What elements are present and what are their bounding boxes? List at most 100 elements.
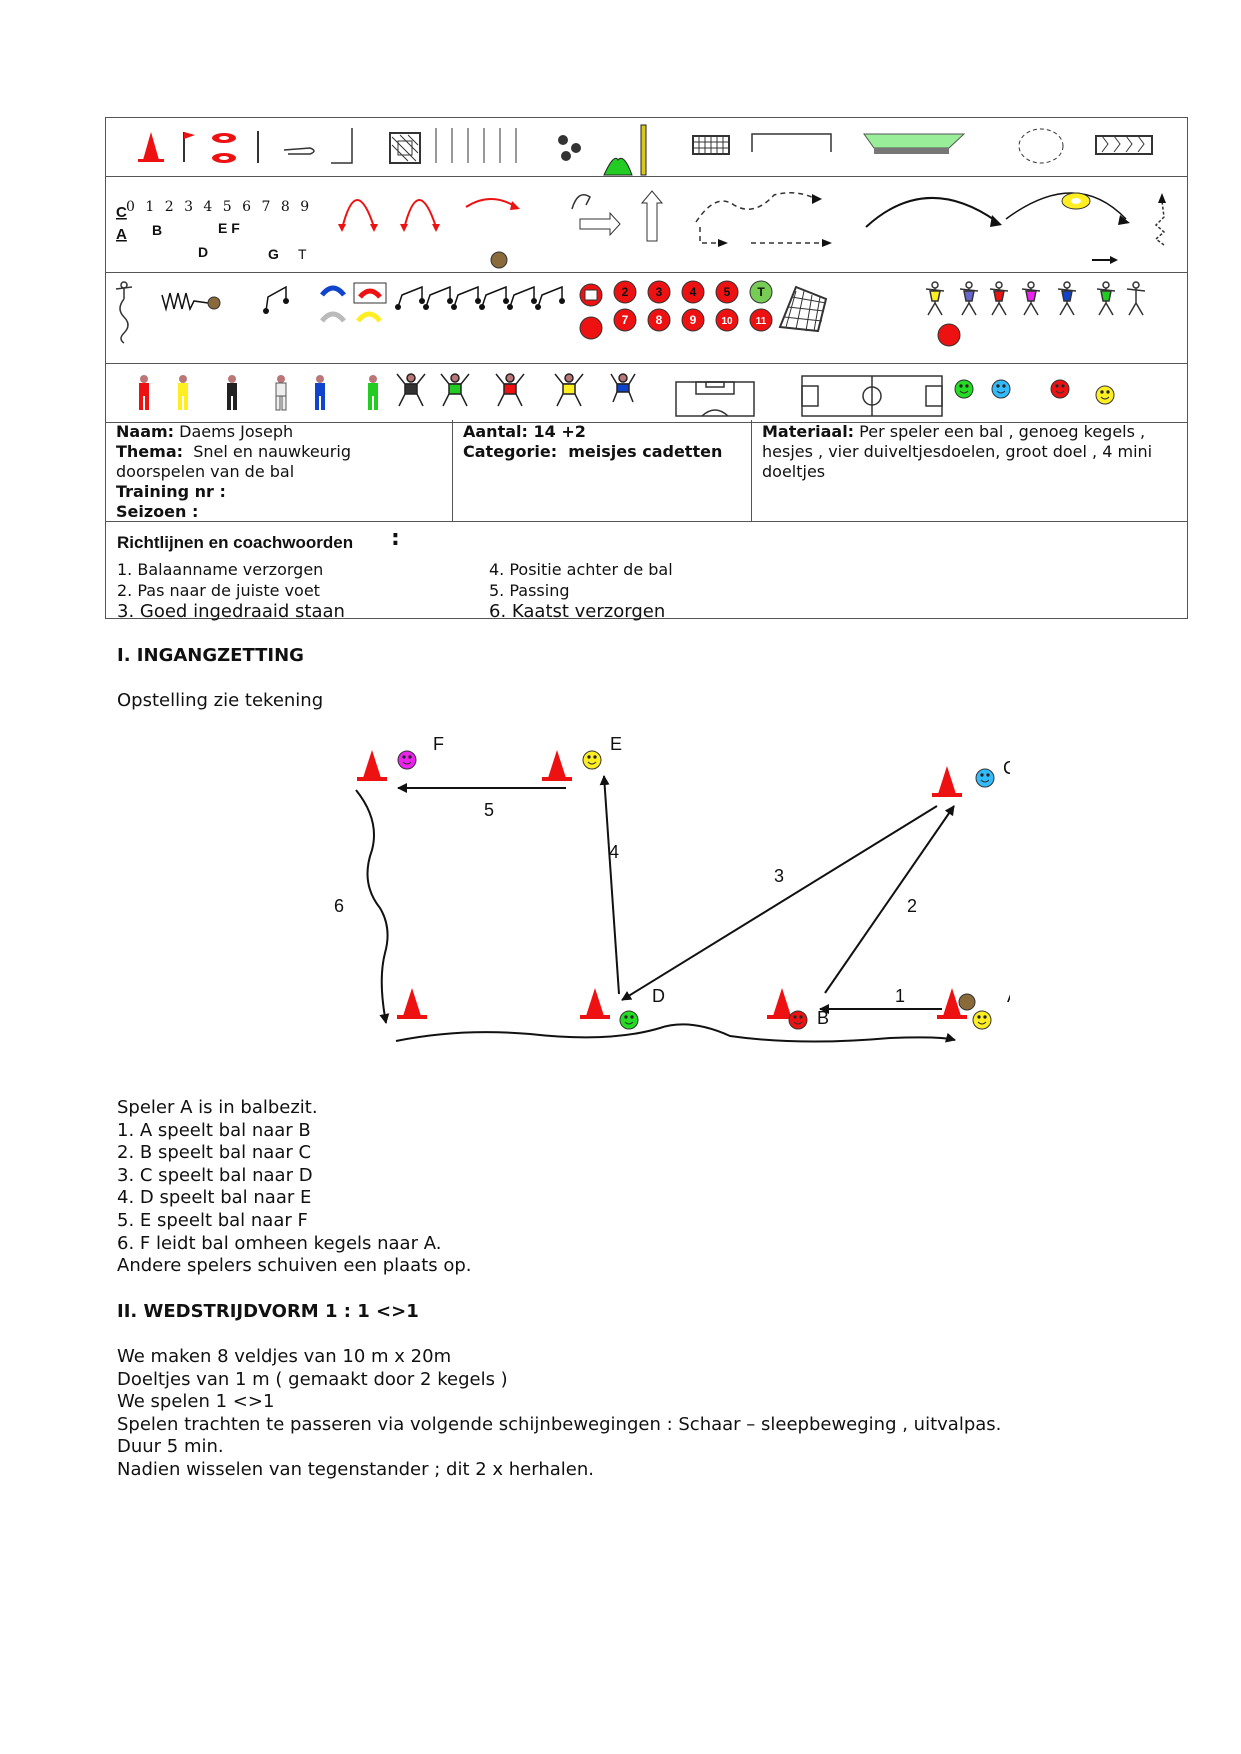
info-aantal-column: Aantal: 14 +2 Categorie: meisjes cadette… [453,420,752,521]
letter-g: G [268,246,279,262]
coaching-guidelines: Richtlijnen en coachwoorden : 1. Balaann… [105,521,1188,622]
goalkeeper-figures-icon [396,373,636,407]
white-arrow-up-icon [640,190,664,242]
label-player-e: E [610,734,622,754]
materiaal-value-2: hesjes , vier duiveltjesdoelen, groot do… [762,442,1153,461]
section-1-title: I. INGANGZETTING [117,645,304,666]
symbol-legend-table: 0 1 2 3 4 5 6 7 8 9 C A B E F D G T [105,117,1188,423]
categorie-value: meisjes cadetten [568,442,723,461]
pass-arrow-4 [599,775,620,995]
info-naam-column: Naam: Daems Joseph Thema: Snel en nauwke… [106,420,453,521]
guideline-item: 4. Positie achter de bal [489,560,673,579]
box-icon [389,132,421,164]
player-e-icon [582,750,602,770]
cone-icon [397,988,427,1019]
cone-icon [542,750,572,781]
categorie-label: Categorie: [463,442,558,461]
step-line: 6. F leidt bal omheen kegels naar A. [117,1232,442,1254]
green-cone-icon [603,157,633,176]
large-red-marker-icon [937,323,961,347]
letter-d: D [198,244,208,260]
section-2-line: Spelen trachten te passeren via volgende… [117,1413,1002,1435]
player-figures-icon [139,375,378,411]
marker-number: 10 [721,316,733,327]
dashed-run-icon [695,192,826,244]
runner-figures-icon [925,281,1146,316]
cone-icon [932,766,962,797]
turn-arrow-icon [571,194,591,210]
training-label: Training nr : [116,482,226,501]
section-1-steps: Speler A is in balbezit. 1. A speelt bal… [117,1097,472,1278]
exercise-diagram: F E C D B A 1 2 3 4 5 6 [334,734,1010,1043]
marker-number: 9 [690,313,697,327]
hurdle-icon [331,128,353,164]
section-2-lines: We maken 8 veldjes van 10 m x 20m Doeltj… [117,1346,1001,1482]
section-1-intro: Opstelling zie tekening [117,690,324,711]
marker-symbols: 2 3 4 5 T 7 8 9 10 11 [115,280,1146,347]
marking-symbols: 0 1 2 3 4 5 6 7 8 9 C A B E F D G T [116,190,1166,269]
step-line: 5. E speelt bal naar F [117,1209,308,1231]
dribble-ball-icon [207,296,221,310]
section-2-line: Doeltjes van 1 m ( gemaakt door 2 kegels… [117,1368,508,1390]
pass-number-3: 3 [774,866,784,886]
step-line: 4. D speelt bal naar E [117,1187,312,1209]
symbol-row-equipment [106,118,1187,177]
naam-value: Daems Joseph [179,422,294,441]
half-pitch-icon [675,381,755,417]
letters-ef: E F [218,220,240,236]
curved-pass-icon [865,196,997,228]
ball-icon [490,251,508,269]
guideline-item: 3. Goed ingedraaid staan [117,601,345,622]
materiaal-label: Materiaal: [762,422,855,441]
equipment-symbols [138,124,1153,176]
symbol-row-players [106,364,1187,422]
player-c-icon [975,768,995,788]
section-2-line: We maken 8 veldjes van 10 m x 20m [117,1346,452,1367]
label-player-c: C [1003,758,1010,778]
label-player-b: B [817,1008,829,1028]
pass-number-6: 6 [334,896,344,916]
guideline-item: 2. Pas naar de juiste voet [117,581,320,600]
materiaal-value-1: Per speler een bal , genoeg kegels , [859,422,1146,441]
marker-number: 11 [756,316,767,327]
player-d-icon [619,1010,639,1030]
letter-t: T [298,246,307,262]
disc-marker-icon [212,133,236,163]
step-line: 1. A speelt bal naar B [117,1119,311,1141]
pass-number-4: 4 [609,842,619,862]
guideline-item: 1. Balaanname verzorgen [117,560,324,579]
ball-icon [958,993,976,1011]
goalpost-icon [640,124,647,176]
aantal-label: Aantal: [463,422,528,441]
cone-icon [357,750,387,781]
marker-number: 7 [622,313,629,327]
red-marker-icon [579,316,603,340]
naam-label: Naam: [116,422,175,441]
run-line [395,1023,956,1043]
symbol-row-markings: 0 1 2 3 4 5 6 7 8 9 C A B E F D G T [106,177,1187,273]
red-jump-arrows-icon [341,198,517,230]
section-2-line: Duur 5 min. [117,1436,224,1458]
goal-frame-icon [751,133,832,152]
pass-number-2: 2 [907,896,917,916]
training-info: Naam: Daems Joseph Thema: Snel en nauwke… [105,420,1188,522]
aantal-value: 14 +2 [533,422,586,441]
white-arrow-right-icon [579,211,621,237]
marker-letter: T [757,285,765,299]
seizoen-label: Seizoen : [116,502,199,521]
dashed-circle-icon [1018,128,1064,164]
guidelines-colon: : [391,526,400,551]
ball-marker-icon [579,283,603,307]
large-goal-icon [1095,135,1153,155]
thema-label: Thema: [116,442,184,461]
thema-value-1: Snel en nauwkeurig [193,442,351,461]
numbers-row: 0 1 2 3 4 5 6 7 8 9 [126,199,312,215]
label-player-a: A [1007,986,1010,1006]
guideline-item: 6. Kaatst verzorgen [489,601,666,622]
marker-number: 2 [622,285,629,299]
guideline-item: 5. Passing [489,581,570,600]
materiaal-value-3: doeltjes [762,462,826,481]
grid-goal-icon [692,135,730,155]
letter-c: C [116,204,127,221]
symbol-row-markers: 2 3 4 5 T 7 8 9 10 11 [106,273,1187,364]
